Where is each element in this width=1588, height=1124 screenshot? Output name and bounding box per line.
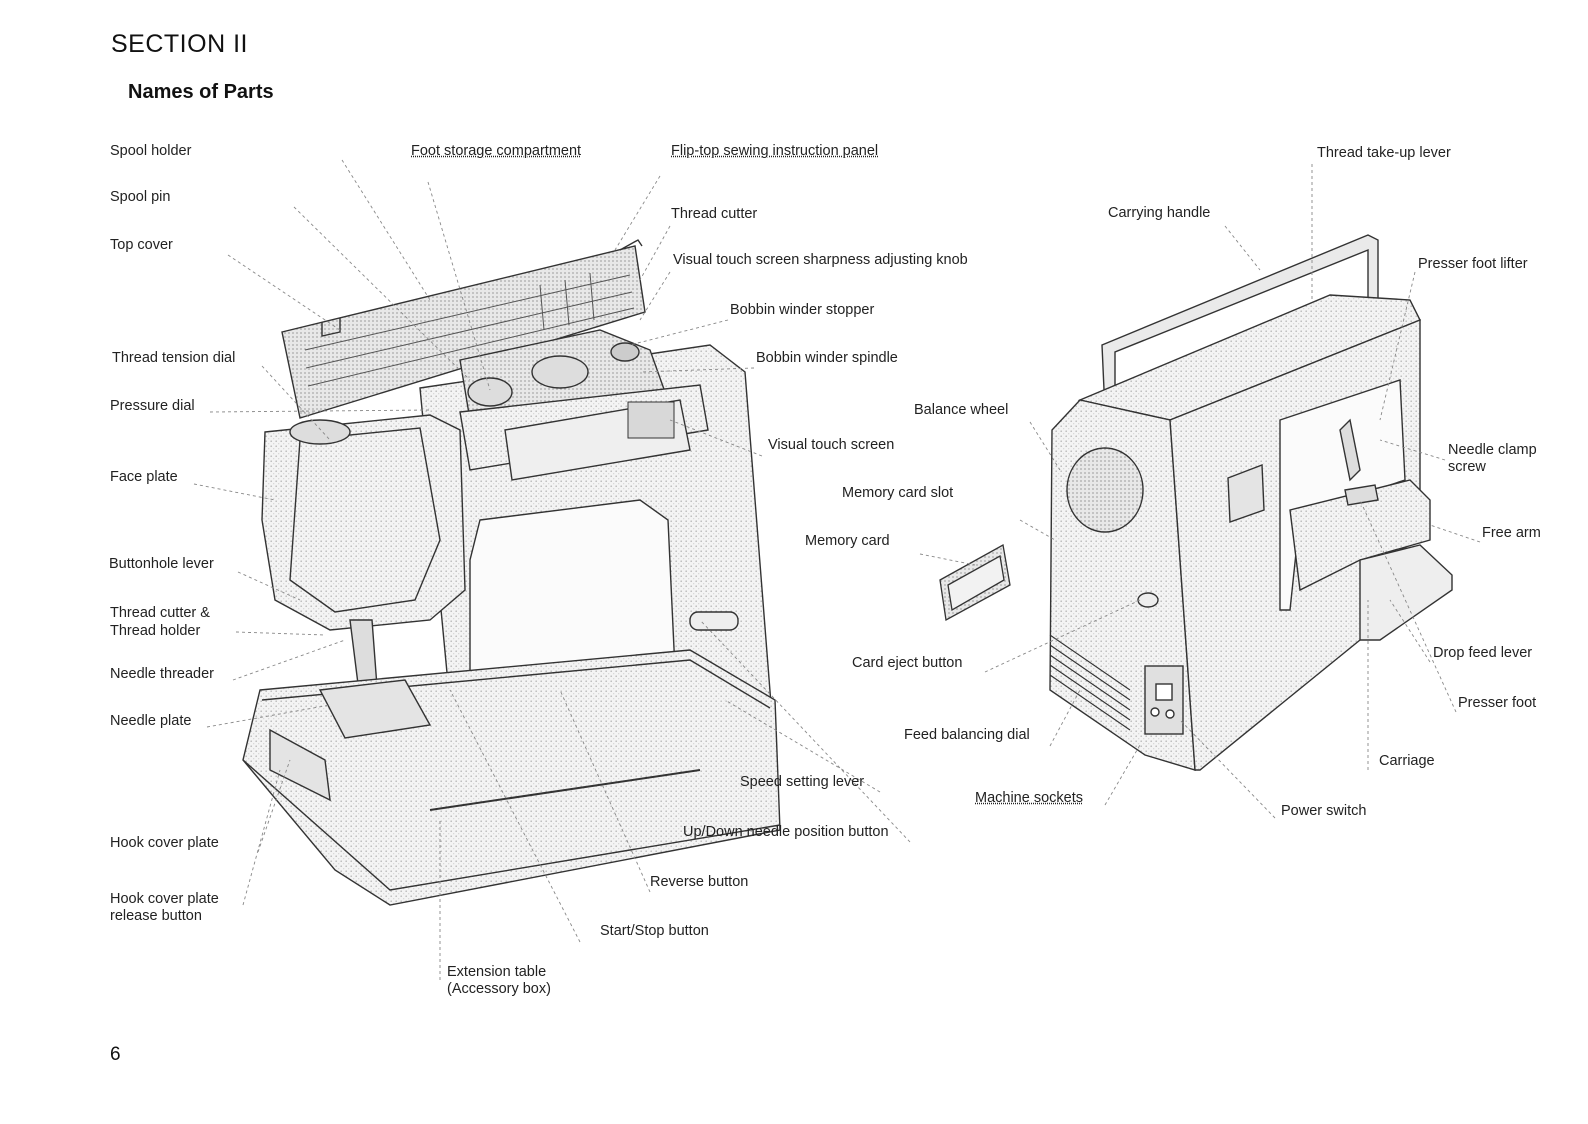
label-memory-card: Memory card [805,533,890,549]
label-needle-plate: Needle plate [110,713,192,729]
label-updown-needle-button: Up/Down needle position button [683,824,889,840]
label-foot-storage-compartment: Foot storage compartment [411,143,582,159]
page-heading: Names of Parts [128,81,274,103]
page-number: 6 [110,1044,121,1065]
label-thread-cutter: Thread cutter [671,206,758,222]
label-thread-tension-dial: Thread tension dial [112,350,236,366]
label-balance-wheel: Balance wheel [914,402,1009,418]
memory-card-drawing [939,543,1011,622]
label-flip-top-panel: Flip-top sewing instruction panel [671,143,879,159]
label-sharpness-knob: Visual touch screen sharpness adjusting … [673,252,968,268]
label-presser-foot: Presser foot [1458,695,1537,711]
label-start-stop-button: Start/Stop button [600,923,709,939]
label-speed-setting-lever: Speed setting lever [740,774,865,790]
label-pressure-dial: Pressure dial [110,398,195,414]
label-machine-sockets: Machine sockets [975,790,1083,806]
front-machine-drawing [242,239,781,906]
label-spool-pin: Spool pin [110,189,171,205]
label-hook-cover-release-line1: Hook cover plate [110,891,219,907]
label-buttonhole-lever: Buttonhole lever [109,556,214,572]
label-feed-balancing-dial: Feed balancing dial [904,727,1030,743]
label-needle-clamp-screw-line2: screw [1448,459,1486,475]
section-title: SECTION II [111,30,248,58]
label-thread-takeup-lever: Thread take-up lever [1317,145,1451,161]
rear-machine-drawing [1049,234,1453,771]
label-thread-cutter-holder-line1: Thread cutter & [110,605,210,621]
label-carriage: Carriage [1379,753,1435,769]
label-extension-table-line1: Extension table [447,964,547,980]
label-reverse-button: Reverse button [650,874,749,890]
label-spool-holder: Spool holder [110,143,192,159]
label-bobbin-winder-spindle: Bobbin winder spindle [756,350,898,366]
label-hook-cover-plate: Hook cover plate [110,835,219,851]
label-top-cover: Top cover [110,237,173,253]
label-free-arm: Free arm [1482,525,1541,541]
label-face-plate: Face plate [110,469,178,485]
label-needle-clamp-screw-line1: Needle clamp [1448,442,1537,458]
label-card-eject-button: Card eject button [852,655,963,671]
label-drop-feed-lever: Drop feed lever [1433,645,1533,661]
label-power-switch: Power switch [1281,803,1367,819]
label-presser-foot-lifter: Presser foot lifter [1418,256,1528,272]
label-bobbin-winder-stopper: Bobbin winder stopper [730,302,875,318]
label-thread-cutter-holder-line2: Thread holder [110,623,201,639]
label-carrying-handle: Carrying handle [1108,205,1211,221]
leader-lines [193,159,1481,980]
label-memory-card-slot: Memory card slot [842,485,954,501]
label-hook-cover-release-line2: release button [110,908,202,924]
label-extension-table-line2: (Accessory box) [447,981,551,997]
label-needle-threader: Needle threader [110,666,214,682]
label-visual-touch-screen: Visual touch screen [768,437,895,453]
